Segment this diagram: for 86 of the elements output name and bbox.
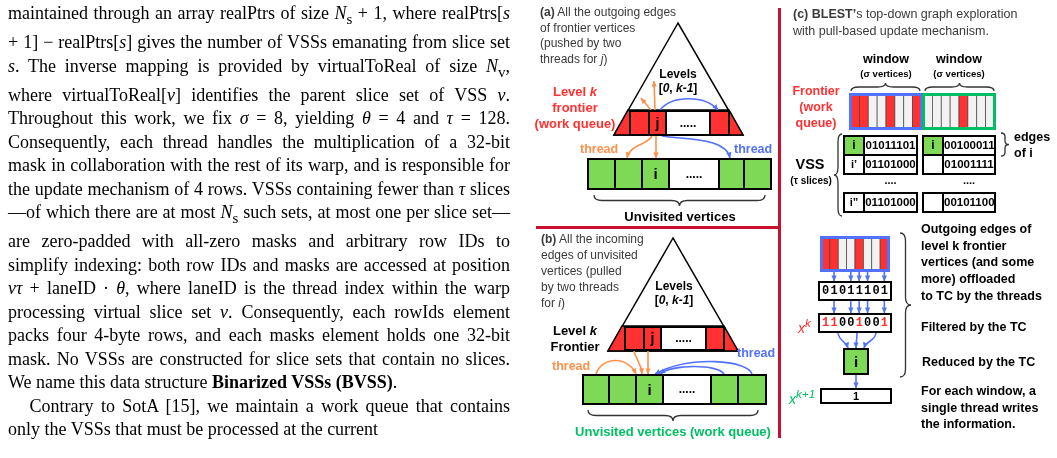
vector-label: x$^{k+1}$ xyxy=(789,386,816,409)
arrow xyxy=(659,97,719,111)
window-size-label: (σ vertices) xyxy=(933,68,985,80)
vector-label: x$^{k}$ xyxy=(798,315,811,338)
frontier-cell xyxy=(709,110,730,136)
vertex-cell: ..... xyxy=(662,374,712,405)
annotation-text: edges of i xyxy=(1014,130,1051,161)
figure-caption: (b) All the incoming edges of unvisited vertices (pulled by two threads for i) xyxy=(541,231,644,311)
arrow xyxy=(661,135,731,159)
edge-label: thread xyxy=(580,142,619,157)
frontier-cell: ..... xyxy=(660,326,707,351)
window-label: window xyxy=(863,52,909,67)
arrow xyxy=(853,374,859,389)
level-label: Levels [0, k-1] xyxy=(654,279,694,307)
arrow xyxy=(848,271,854,282)
arrow xyxy=(864,271,871,282)
bitmask-box: 01011101 xyxy=(818,281,892,301)
bitmask-cell: 00101100 xyxy=(942,192,996,213)
vertex-cell: ..... xyxy=(668,158,720,190)
row-label: Unvisited vertices (work queue) xyxy=(575,424,771,440)
arrow xyxy=(837,332,849,349)
arrow xyxy=(831,271,837,282)
vertex-cell: i xyxy=(641,158,670,190)
vertex-id-cell: i’ xyxy=(843,154,865,175)
edge-label: thread xyxy=(737,346,776,361)
annotation-text: Frontier (work queue) xyxy=(792,83,840,131)
arrow xyxy=(881,271,887,282)
frontier-cell xyxy=(629,110,650,136)
arrow xyxy=(651,80,657,111)
annotation-text: Reduced by the TC xyxy=(922,354,1036,370)
arrow xyxy=(856,271,862,282)
window-label: window xyxy=(936,52,982,67)
arrow xyxy=(595,359,637,375)
frontier-cell xyxy=(624,326,645,351)
level-label: Levels [0, k-1] xyxy=(658,68,698,95)
annotation-text: For each window, a single thread writes the information. xyxy=(921,383,1039,434)
arrow xyxy=(881,300,887,314)
frontier-label: Level k Frontier xyxy=(550,323,600,355)
arrow xyxy=(645,350,651,375)
arrow xyxy=(856,300,862,314)
body-paragraph: Contrary to SotA [15], we maintain a work queue that contains only the VSSs that must be processed at the current xyxy=(8,394,510,442)
vertex-cell xyxy=(582,374,610,405)
arrow xyxy=(863,332,877,349)
bitmask-cell: 00100011 xyxy=(942,135,996,156)
annotation-text: (τ slices) xyxy=(790,174,832,187)
edge-label: thread xyxy=(734,142,773,157)
bitmask-box: 11001001 xyxy=(818,313,892,333)
figure-caption: (a) All the outgoing edges of frontier vertices (pushed by two threads for j) xyxy=(540,5,677,67)
arrow xyxy=(831,300,837,314)
arrow xyxy=(659,365,725,375)
arrow xyxy=(653,135,659,159)
arrow xyxy=(853,332,859,349)
bitmask-cell: 01011101 xyxy=(863,135,918,156)
edge-label: thread xyxy=(552,359,591,374)
vertex-cell xyxy=(737,374,767,405)
ellipsis-text: .... xyxy=(962,174,976,186)
vertex-id-cell: i” xyxy=(843,192,865,213)
arrow xyxy=(640,97,652,111)
arrow xyxy=(848,300,854,314)
frontier-cell: ..... xyxy=(665,110,711,136)
result-box: 1 xyxy=(820,388,892,404)
body-paragraph: maintained through an array realPtrs of size N$_{s}$ + 1, where realPtrs[s + 1] − realPtrs[s] gives the number of VSSs emanating from slice sets. The inverse mapping is provided by virtualToReal of size N$_{v}$, where virtualToReal[v] identifies the parent slice set of VSS v. Throughout this work, we fix σ = 8, yielding θ = 4 and τ = 128. Consequently, each thread handles the multiplication of a 32-bit mask in collaboration with the rest of its warp, and is responsible for the update mechanism of 4 rows. VSSs containing fewer than τ slices—of which there are at most N$_{s}$ such sets, at most one per slice set—are zero-padded with all-zero masks and arbitrary row IDs to simplify indexing: both row IDs and masks are accessed at position vτ + laneID · θ, where laneID is the thread index within the warp processing virtual slice set v. Consequently, each rowIds element packs four 4-byte rows, and each masks element holds one 32-bit mask. No VSSs are constructed for slice sets that contain no slices. We name this data structure Binarized VSSs (BVSS). xyxy=(8,2,510,395)
bitmask-cell: 01001111 xyxy=(942,154,996,175)
arrow xyxy=(633,350,644,375)
bitmask-cell: 01101000 xyxy=(863,192,918,213)
vertex-cell: i xyxy=(843,348,869,375)
annotation-text: Filtered by the TC xyxy=(921,319,1027,335)
vertex-cell xyxy=(608,374,637,405)
window-size-label: (σ vertices) xyxy=(860,68,912,80)
frontier-label: Level k frontier (work queue) xyxy=(534,84,616,132)
frontier-cell xyxy=(705,326,725,351)
vertex-cell xyxy=(743,158,772,190)
figure-caption: (c) BLEST’s top-down graph exploration with pull-based update mechanism. xyxy=(793,6,1018,40)
arrow xyxy=(626,135,653,159)
arrow xyxy=(654,360,753,375)
arrow xyxy=(864,300,871,314)
vertex-cell xyxy=(718,158,745,190)
annotation-text: VSS xyxy=(795,156,825,173)
bitmask-cell: 01101000 xyxy=(863,154,918,175)
row-label: Unvisited vertices xyxy=(624,209,736,225)
ellipsis-text: .... xyxy=(884,174,897,186)
vertex-cell: i xyxy=(635,374,664,405)
vertex-cell xyxy=(614,158,643,190)
vertex-cell xyxy=(587,158,616,190)
vertex-cell xyxy=(710,374,739,405)
annotation-text: Outgoing edges of level k frontier vertices (and some more) offloaded to TC by the threads xyxy=(921,221,1042,305)
